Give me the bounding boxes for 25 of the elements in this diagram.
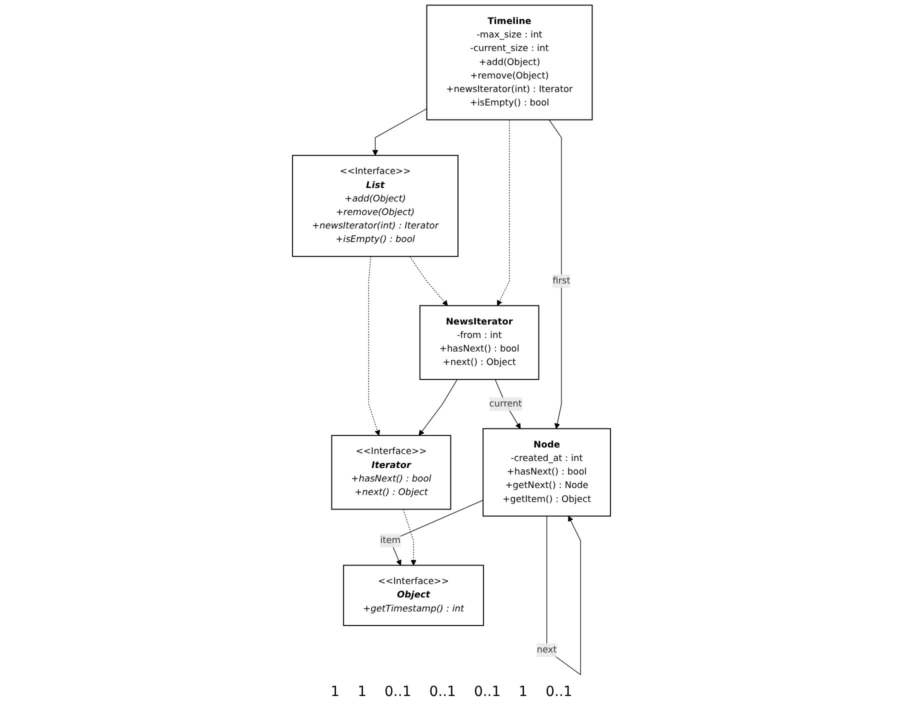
multiplicity-label: 0..1 — [474, 684, 501, 700]
node-box: Node -created_at : int +hasNext() : bool +getNext() : Node +getItem() : Object — [482, 428, 611, 517]
multiplicity-label: 1 — [358, 684, 367, 700]
arrow — [548, 119, 562, 429]
node-box: Timeline -max_size : int -current_size : int +add(Object) +remove(Object) +newsIterator(int) : Iterator +isEmpty() : bool — [426, 4, 593, 120]
arrow — [409, 256, 448, 306]
arrow — [402, 508, 416, 566]
node-box: <<Interface>> Iterator +hasNext() : bool +next() : Object — [331, 434, 452, 510]
edge-label: current — [489, 398, 522, 409]
edge-label: next — [536, 644, 557, 655]
multiplicity-label: 0..1 — [384, 684, 412, 700]
node-box: NewsIterator -from : int +hasNext() : bool +next() : Object — [419, 305, 540, 380]
multiplicity-label: 0..1 — [546, 684, 572, 700]
node-box: <<Interface>> Object +getTimestamp() : int — [343, 564, 484, 626]
multiplicity-label: 1 — [518, 684, 528, 700]
arrow — [368, 256, 380, 436]
multiplicity-label: 1 — [330, 684, 340, 700]
arrow — [418, 379, 458, 436]
arrow — [497, 119, 510, 306]
arrow — [546, 516, 581, 676]
node-box: <<Interface>> List +add(Object) +remove(Object) +newsIterator(int) : Iterator +isEmpty() : bool — [292, 154, 458, 257]
multiplicity-label: 0..1 — [429, 684, 456, 700]
edge-label: item — [380, 535, 401, 546]
edge-label: first — [552, 276, 570, 286]
arrow — [372, 108, 428, 156]
